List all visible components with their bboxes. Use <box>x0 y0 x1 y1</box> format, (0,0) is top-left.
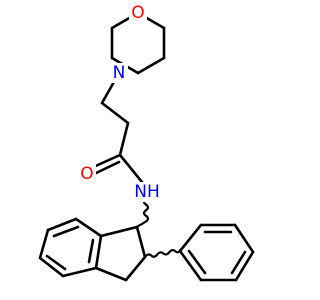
atom-oxygen-morpholine: O <box>129 3 147 23</box>
bond <box>100 101 130 125</box>
bond <box>99 225 139 238</box>
oxygen-label: O <box>131 3 144 23</box>
double-bond <box>90 160 121 177</box>
bond <box>46 217 78 232</box>
indane-benzo-ring <box>38 217 103 278</box>
bond <box>61 266 98 278</box>
bond <box>178 223 203 253</box>
amide-nh-label: NH <box>134 182 160 202</box>
bond <box>38 228 50 260</box>
bond <box>74 217 103 238</box>
bond <box>234 250 255 282</box>
bond <box>118 121 130 157</box>
carbonyl-oxygen-label: O <box>80 164 93 184</box>
wavy-bond <box>135 197 150 228</box>
bond <box>178 249 203 282</box>
atom-nitrogen-morpholine: N <box>110 63 128 83</box>
bond <box>38 256 65 278</box>
wavy-bond <box>143 249 182 259</box>
bond <box>118 153 148 189</box>
bond <box>94 234 103 270</box>
bond <box>233 223 255 254</box>
bond <box>94 266 128 282</box>
propanamide-chain <box>87 71 148 189</box>
bond <box>136 56 166 75</box>
double-bond <box>87 238 95 264</box>
nitrogen-label: N <box>113 63 126 83</box>
double-bond <box>45 254 67 271</box>
molecule-structure: O N O NH <box>38 3 255 282</box>
indane-five-ring <box>94 225 147 282</box>
double-bond <box>52 225 80 238</box>
double-bond <box>187 249 207 275</box>
double-bond <box>230 250 247 275</box>
atom-nitrogen-amide: NH <box>131 182 161 202</box>
bond <box>135 225 147 259</box>
atom-oxygen-carbonyl: O <box>78 164 96 184</box>
bond <box>124 255 147 282</box>
phenyl-ring <box>178 223 255 282</box>
morpholine-ring <box>110 11 166 75</box>
